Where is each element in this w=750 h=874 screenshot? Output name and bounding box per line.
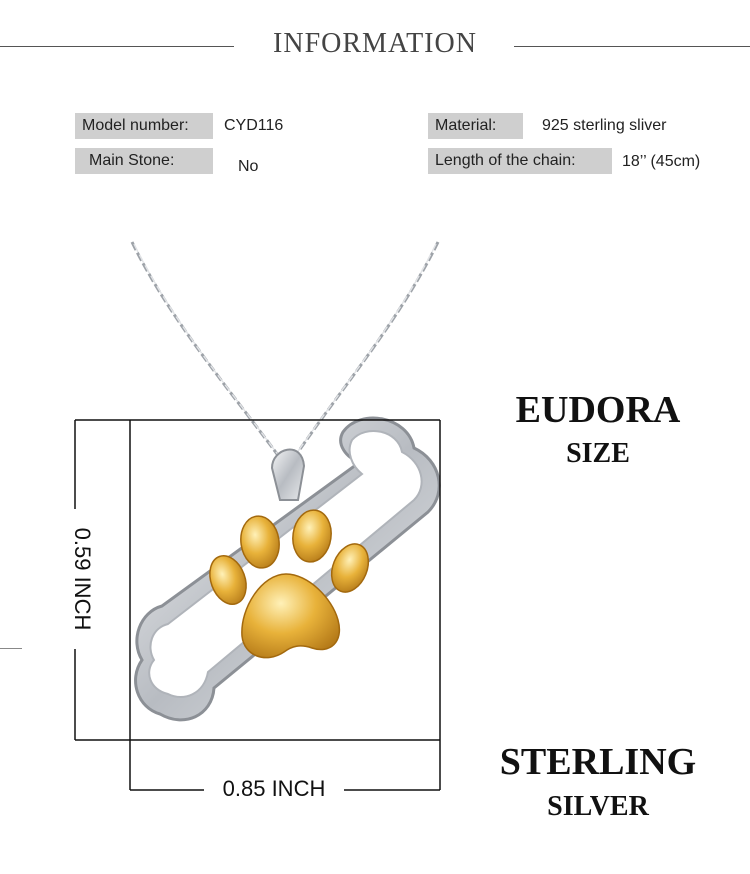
header-divider-right — [514, 46, 750, 47]
main-stone-label: Main Stone: — [75, 148, 213, 174]
model-number-label: Model number: — [75, 113, 213, 139]
material-badge-line2: SILVER — [547, 791, 649, 822]
main-stone-value: No — [238, 158, 259, 175]
product-image — [74, 241, 441, 791]
chain — [130, 241, 440, 461]
chain-length-label: Length of the chain: — [428, 148, 612, 174]
material-badge-line1: STERLING — [499, 741, 697, 783]
chain-length-value: 18’’ (45cm) — [622, 153, 701, 170]
pendant-bail — [270, 448, 306, 501]
header-divider-left — [0, 46, 234, 47]
brand-name: EUDORA — [515, 389, 681, 431]
paw-charm — [209, 509, 370, 659]
page-title: INFORMATION — [273, 28, 477, 59]
width-dimension-label: 0.85 INCH — [204, 776, 344, 802]
model-number-value: CYD116 — [224, 117, 284, 134]
material-label: Material: — [428, 113, 523, 139]
height-dimension-label: 0.59 INCH — [69, 509, 95, 649]
brand-tagline: SIZE — [566, 438, 630, 469]
material-value: 925 sterling sliver — [542, 117, 667, 134]
left-edge-divider — [0, 648, 22, 649]
